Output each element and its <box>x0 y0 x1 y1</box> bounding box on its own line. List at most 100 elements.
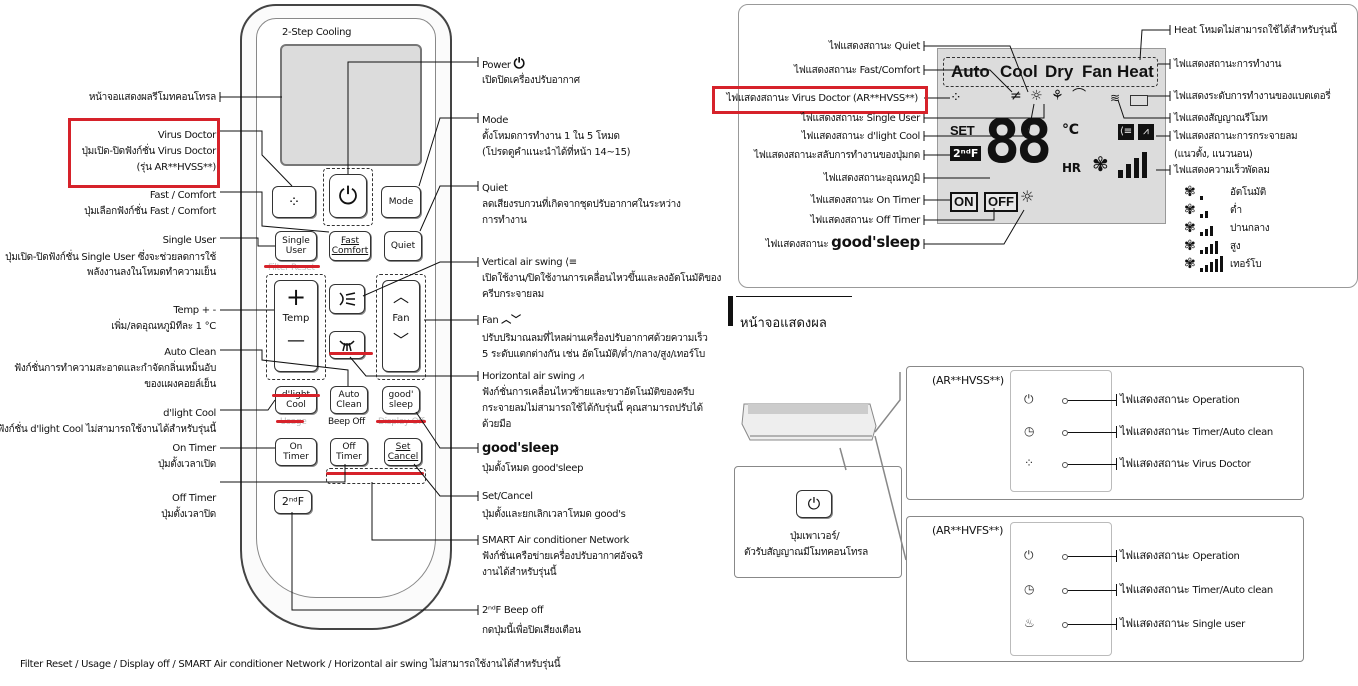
fan-level-bar <box>1200 232 1203 236</box>
indicator-leader-tick <box>1116 550 1117 562</box>
fan-speed-icon: ✾ <box>1092 152 1109 176</box>
set-cancel-desc: ปุ่มตั้งและยกเลิกเวลาโหมด good's <box>482 509 626 520</box>
fast-comfort-button[interactable]: Fast Comfort <box>329 231 371 261</box>
power-title-text: Power <box>482 60 511 71</box>
panel-quiet-label: ไฟแสดงสถานะ Quiet <box>828 41 920 52</box>
fan-desc2: 5 ระดับแตกต่างกัน เช่น อัตโนมัติ/ต่ำ/กลา… <box>482 349 705 360</box>
indicator-label: ไฟแสดงสถานะ Single user <box>1120 617 1245 631</box>
horizontal-swing-strike <box>329 352 373 355</box>
fan-level-bar <box>1205 229 1208 236</box>
receiver-callout <box>734 466 902 578</box>
fan-level-label: อัตโนมัติ <box>1230 187 1266 198</box>
indicator-label: ไฟแสดงสถานะ Timer/Auto clean <box>1120 583 1273 597</box>
fan-level-bar <box>1215 241 1218 254</box>
fan-level-bar <box>1200 268 1203 272</box>
section-marker <box>728 296 733 326</box>
single-user-icon: ♨ <box>1024 616 1035 630</box>
quiet-desc1: ลดเสียงรบกวนที่เกิดจากชุดปรับอากาศในระหว… <box>482 199 681 210</box>
panel-virus-highlight <box>712 86 928 114</box>
power-title: Power ⏻ <box>482 56 525 72</box>
display-off-strike <box>376 420 426 423</box>
vertical-swing-icon <box>339 292 356 306</box>
horizontal-swing-desc2: กระจายลมไม่สามารถใช้ได้กับรุ่นนี้ คุณสาม… <box>482 403 703 414</box>
fan-label: Fan <box>392 313 410 324</box>
second-function-button[interactable]: 2ⁿᵈF <box>274 490 312 514</box>
temp-label: Temp <box>282 313 310 324</box>
vertical-swing-button[interactable] <box>329 284 365 314</box>
on-timer-title: On Timer <box>172 443 216 454</box>
model-b-panel <box>1010 522 1112 656</box>
indoor-unit-illustration <box>741 403 877 441</box>
set-cancel-title: Set/Cancel <box>482 491 533 502</box>
fan-desc1: ปรับปริมาณลมที่ไหลผ่านเครื่องปรับอากาศด้… <box>482 333 708 344</box>
virus-doctor-button[interactable]: ⁘ <box>272 186 316 218</box>
single-user-button[interactable]: Single User <box>275 231 317 261</box>
quiet-desc2: การทำงาน <box>482 215 527 226</box>
horizontal-swing-title: Horizontal air swing ⩘ <box>482 370 584 383</box>
panel-temp-label: ไฟแสดงสถานะอุณหภูมิ <box>823 173 921 184</box>
operation-icon: ⏻ <box>1024 392 1034 406</box>
filter-reset-label: Filter Reset <box>268 263 315 273</box>
mode-button[interactable]: Mode <box>381 186 421 218</box>
auto-clean-button[interactable]: Auto Clean <box>330 386 368 414</box>
fan-level-icon: ✾ <box>1184 184 1196 200</box>
fan-title-text: Fan <box>482 315 499 326</box>
indicator-leader <box>1068 624 1116 625</box>
usage-strike <box>276 420 304 423</box>
temperature-digits: 88 <box>984 107 1052 177</box>
virus-doctor-desc: ปุ่มเปิด-ปิดฟังก์ชั่น Virus Doctor <box>81 146 217 157</box>
indicator-name: Timer/Auto clean <box>1192 427 1274 438</box>
quiet-button[interactable]: Quiet <box>384 231 422 261</box>
panel-good-sleep-name: good'sleep <box>831 233 920 251</box>
model-b-frame <box>906 516 1304 662</box>
indicator-led <box>1062 430 1068 436</box>
indicator-led <box>1062 398 1068 404</box>
good-sleep-desc: ปุ่มตั้งโหมด good'sleep <box>482 463 584 474</box>
on-timer-button[interactable]: On Timer <box>275 438 317 466</box>
power-icon: ⏻ <box>513 56 525 72</box>
vertical-swing-indicator: ⟨≡ <box>1118 124 1134 140</box>
temp-dashed-outline <box>266 274 326 380</box>
set-cancel-button[interactable]: Set Cancel <box>384 438 422 466</box>
indicator-prefix: ไฟแสดงสถานะ <box>1120 583 1193 596</box>
power-button[interactable]: ⏻ <box>329 174 367 218</box>
fan-button[interactable]: ︿ Fan ﹀ <box>382 280 420 372</box>
indicator-led <box>1062 622 1068 628</box>
good-sleep-title: good'sleep <box>482 441 559 456</box>
indicator-name: Virus Doctor <box>1192 459 1251 470</box>
indicator-label: ไฟแสดงสถานะ Operation <box>1120 549 1240 563</box>
temp-minus-glyph: — <box>287 330 305 351</box>
vertical-swing-desc1: เปิดใช้งาน/ปิดใช้งานการเคลื่อนไหวขึ้นและ… <box>482 273 722 284</box>
second-function-title: 2ⁿᵈF Beep off <box>482 605 544 616</box>
auto-clean-title: Auto Clean <box>164 347 216 358</box>
fan-level-bar <box>1220 256 1223 272</box>
virus-doctor-title: Virus Doctor <box>157 130 216 141</box>
fan-level-bar <box>1205 265 1208 272</box>
panel-signal-label: ไฟแสดงสัญญาณรีโมท <box>1174 113 1268 124</box>
panel-off-timer-label: ไฟแสดงสถานะ Off Timer <box>810 215 920 226</box>
indoor-power-button[interactable]: ⏻ <box>796 490 832 518</box>
indicator-leader-tick <box>1116 394 1117 406</box>
smart-network-desc2: งานได้สำหรับรุ่นนี้ <box>482 567 557 578</box>
fan-level-icon: ✾ <box>1184 220 1196 236</box>
vertical-swing-title: Vertical air swing ⟨≡ <box>482 256 577 269</box>
off-timer-button[interactable]: Off Timer <box>330 438 368 466</box>
indicator-label: ไฟแสดงสถานะ Timer/Auto clean <box>1120 425 1273 439</box>
fan-level-icon: ✾ <box>1184 256 1196 272</box>
mode-title: Mode <box>482 115 509 126</box>
footer-note: Filter Reset / Usage / Display off / SMA… <box>20 659 561 670</box>
mode-fan: Fan <box>1082 62 1113 81</box>
signal-icon: ≋ <box>1110 91 1120 105</box>
temp-button[interactable]: + Temp — <box>274 280 318 372</box>
fan-level-label: เทอร์โบ <box>1230 259 1262 270</box>
dlight-cool-strike <box>272 394 320 397</box>
remote-lcd <box>280 44 422 166</box>
good-sleep-button[interactable]: good' sleep <box>382 386 420 414</box>
indicator-prefix: ไฟแสดงสถานะ <box>1120 457 1193 470</box>
indicator-prefix: ไฟแสดงสถานะ <box>1120 393 1193 406</box>
horizontal-swing-desc3: ด้วยมือ <box>482 419 512 430</box>
vertical-swing-desc2: ครีบกระจายลม <box>482 289 544 300</box>
indicator-led <box>1062 588 1068 594</box>
fan-level-bar <box>1200 250 1203 254</box>
